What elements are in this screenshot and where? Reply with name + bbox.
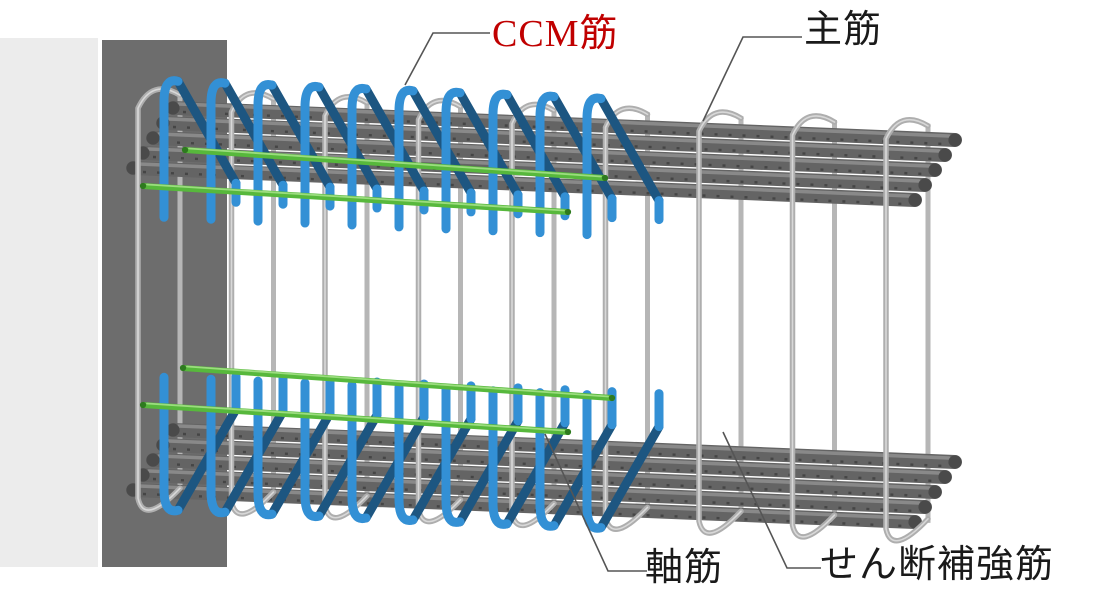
leader-main [702,36,802,122]
callout-main-bar: 主筋 [804,9,883,51]
ccm-bar-hoops [159,76,664,533]
leader-axial [544,433,647,572]
callout-axial-bar: 軸筋 [645,547,724,589]
wall-face [0,38,98,567]
callout-ccm-bar: CCM筋 [492,13,619,55]
leader-ccm [404,32,490,86]
leader-shear [722,431,821,569]
leader-lines [404,32,821,572]
axial-bars [139,146,616,436]
callout-shear-reinforcement-bar: せん断補強筋 [820,544,1055,586]
